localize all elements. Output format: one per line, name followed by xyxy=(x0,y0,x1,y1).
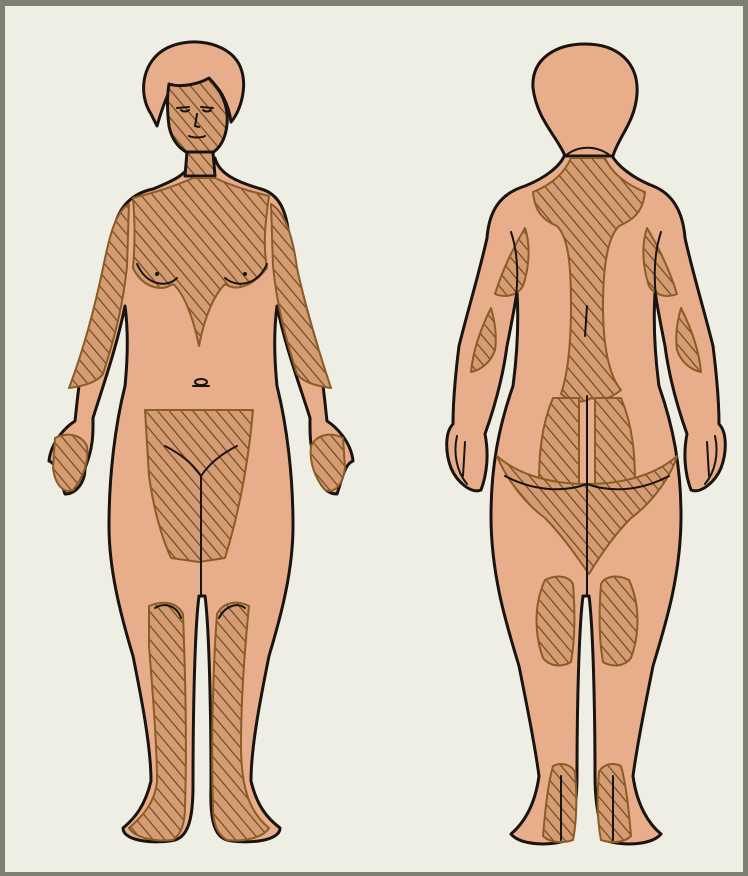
back-view xyxy=(447,44,726,844)
front-view xyxy=(49,42,353,842)
back-left-knee-zone xyxy=(537,577,575,666)
front-left-arm-zone xyxy=(69,204,129,388)
front-right-hand-zone xyxy=(311,435,345,491)
front-right-arm-zone xyxy=(271,204,331,388)
body-diagram xyxy=(5,6,743,872)
front-neck xyxy=(185,152,215,176)
back-head xyxy=(533,44,637,156)
figure-canvas xyxy=(5,6,743,872)
back-right-knee-zone xyxy=(600,577,638,666)
